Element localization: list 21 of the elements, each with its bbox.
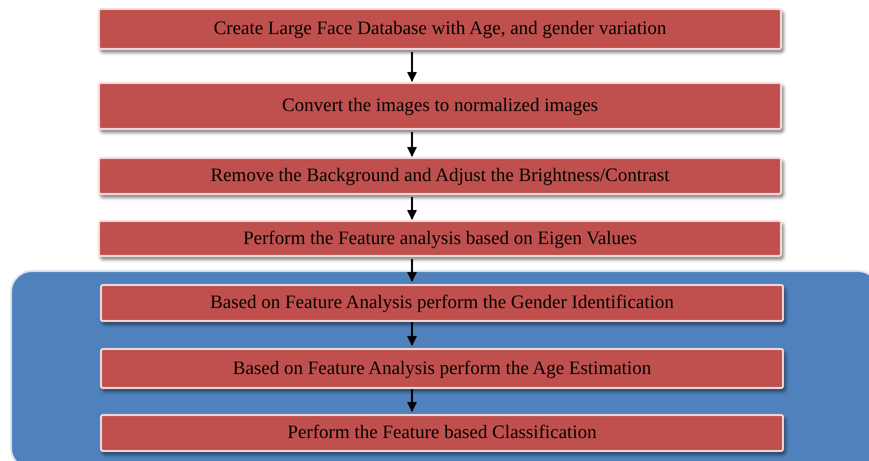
step-text: Create Large Face Database with Age, and gender variation (214, 18, 666, 40)
step-text: Perform the Feature based Classification (287, 422, 597, 444)
arrow (407, 322, 417, 346)
process-box (98, 8, 782, 50)
process-box (98, 157, 782, 195)
arrow (407, 259, 417, 282)
step-text: Based on Feature Analysis perform the Gender Identification (210, 292, 674, 314)
arrow (407, 389, 417, 412)
arrow (407, 132, 417, 157)
step-text: Remove the Background and Adjust the Brightness/Contrast (210, 165, 670, 187)
step-text: Based on Feature Analysis perform the Age Estimation (232, 358, 652, 380)
process-box (100, 414, 784, 452)
step-text: Convert the images to normalized images (282, 95, 598, 117)
process-box (100, 284, 784, 322)
process-box (98, 82, 782, 130)
arrow (407, 52, 417, 82)
process-box (100, 348, 784, 389)
step-text: Perform the Feature analysis based on Eigen Values (243, 228, 637, 250)
group-panel (10, 270, 869, 461)
process-box (98, 220, 782, 257)
arrow (407, 197, 417, 220)
